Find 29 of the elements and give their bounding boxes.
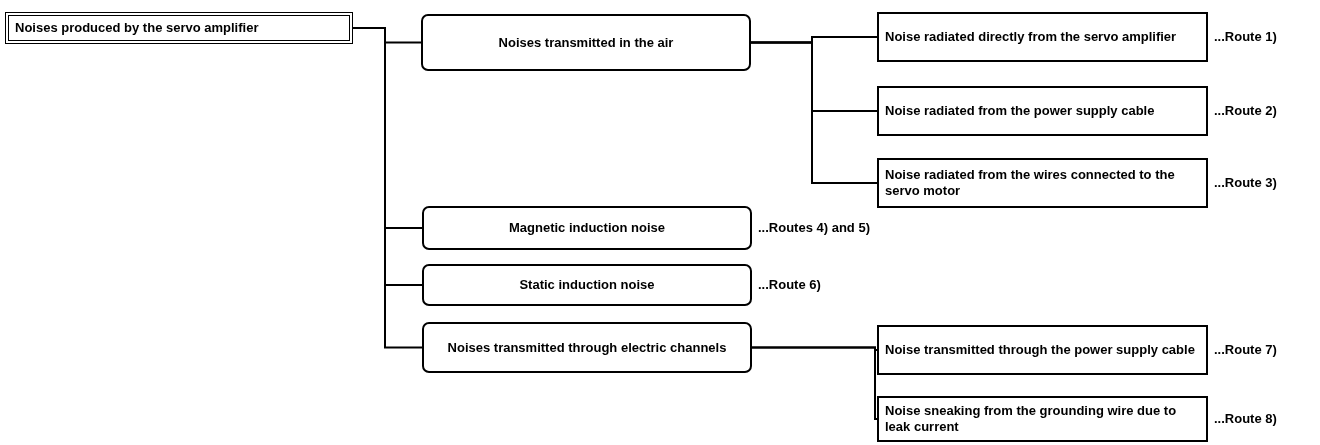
route-note: ...Route 2) (1214, 103, 1277, 119)
box-text: Noises transmitted in the air (498, 34, 674, 51)
route-note: ...Route 6) (758, 277, 821, 293)
box-text: Noise sneaking from the grounding wire due to leak current (885, 403, 1178, 435)
route-box (877, 12, 1208, 62)
box-text: Noises transmitted through electric channels (447, 339, 727, 356)
category-box (422, 206, 752, 250)
route-note: ...Route 3) (1214, 175, 1277, 191)
route-box (877, 396, 1208, 442)
connector-line (750, 41, 878, 184)
box-text: Static induction noise (519, 277, 655, 293)
box-text: Noises produced by the servo amplifier (15, 20, 259, 36)
route-note: ...Route 7) (1214, 342, 1277, 358)
route-box (877, 86, 1208, 136)
box-text: Noise radiated from the power supply cable (885, 103, 1155, 119)
connector-line (751, 346, 878, 420)
category-box (422, 264, 752, 306)
root-box (5, 12, 353, 44)
route-box (877, 325, 1208, 375)
route-note: ...Route 1) (1214, 29, 1277, 45)
box-text: Noise radiated from the wires connected to the servo motor (885, 167, 1176, 199)
box-text: Noise transmitted through the power supply cable (885, 342, 1195, 358)
category-box (422, 322, 752, 373)
route-note: ...Route 8) (1214, 411, 1277, 427)
category-box (421, 14, 751, 71)
route-box (877, 158, 1208, 208)
box-text: Noise radiated directly from the servo amplifier (885, 29, 1177, 45)
route-note: ...Routes 4) and 5) (758, 220, 870, 236)
box-text: Magnetic induction noise (509, 220, 665, 236)
